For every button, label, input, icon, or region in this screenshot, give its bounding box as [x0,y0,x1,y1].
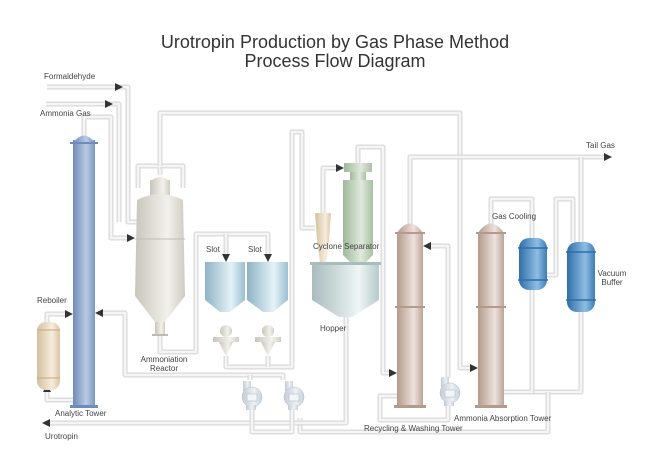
pipe-fan-to-recycling [423,242,451,378]
flow-arrow-icon [604,153,612,161]
blower-fan-1[interactable] [241,381,263,410]
pipe-formaldehyde [47,83,137,225]
pipe-reactor-to-slots [157,231,272,355]
pipe-tower-to-reactor [81,114,135,242]
blower-fan-3[interactable] [439,377,461,406]
pipe-reactor-to-absorber [157,110,478,372]
pipe-separator-to-recycling [355,144,397,377]
label-cyclone-separator: Cyclone Separator [313,242,380,251]
label-ammonia-gas: Ammonia Gas [40,109,91,118]
pipe-fans-bottom [249,410,295,435]
flow-arrow-icon [423,242,431,250]
pipe-absorber-to-cooler [488,196,535,238]
label-formaldehyde: Formaldehyde [44,72,96,81]
label-tail-gas: Tail Gas [586,141,615,150]
label-ammoniation-reactor-1: Ammoniation [141,355,188,364]
label-vacuum-buffer-2: Buffer [601,278,623,287]
pipe-slot-1-feed [222,234,230,262]
label-urotropin: Urotropin [45,432,78,441]
gas-cooling-vessel[interactable] [518,238,548,290]
flow-arrow-icon [105,100,113,108]
flow-arrow-icon [42,419,50,427]
ammonia-absorption-tower[interactable] [475,223,507,409]
pipe-cooler-to-buffer [547,196,576,278]
pipe-reactor-top-loop-2 [160,163,186,188]
pipe-reactor-top-loop [135,163,163,188]
flow-arrow-icon [127,234,135,242]
pipe-hopper-out [42,317,349,427]
flow-arrow-icon [65,310,73,318]
label-slot-1: Slot [206,245,221,254]
pipe-feeders-out [223,129,315,370]
label-reboiler: Reboiler [37,296,67,305]
title-line-2: Process Flow Diagram [244,51,425,71]
pipe-cooler-down [504,290,535,395]
ammoniation-reactor[interactable] [135,177,185,336]
flow-arrow-icon [470,364,478,372]
label-vacuum-buffer-1: Vacuum [598,269,627,278]
label-ammoniation-reactor-2: Reactor [150,364,178,373]
pipe-tail-gas [407,153,612,225]
pipe-buffer-to-tailgas [528,312,584,395]
reboiler[interactable] [37,322,60,390]
label-absorption-tower: Ammonia Absorption Tower [454,414,552,423]
flow-arrow-icon [389,369,397,377]
pipe-ammonia [46,100,122,222]
vacuum-buffer-vessel[interactable] [566,242,596,312]
pipes [42,83,612,435]
cyclone-separator[interactable] [343,163,373,262]
pipe-cyclone-to-separator [320,164,344,213]
flow-arrow-icon [336,164,344,172]
title-line-1: Urotropin Production by Gas Phase Method [161,32,509,52]
pipe-return-to-tower [95,309,286,380]
hopper[interactable] [310,262,381,317]
flow-arrow-icon [115,83,123,91]
rotary-feeder-1[interactable] [213,325,239,356]
flow-arrow-icon [95,309,103,317]
blower-fan-2[interactable] [283,381,305,410]
cyclone[interactable] [315,213,331,262]
analytic-tower[interactable] [70,135,98,409]
label-analytic-tower: Analytic Tower [55,409,107,418]
label-gas-cooling: Gas Cooling [492,212,536,221]
label-hopper: Hopper [320,324,347,333]
flow-arrow-icon [222,254,230,262]
label-slot-2: Slot [248,245,263,254]
pipe-reboiler-out [44,310,73,322]
pipe-recycle-fan [377,393,451,423]
flow-arrow-icon [264,254,272,262]
rotary-feeder-2[interactable] [255,325,281,356]
slot-1[interactable] [205,262,245,312]
label-recycling-tower: Recycling & Washing Tower [364,424,463,433]
recycling-washing-tower[interactable] [394,223,426,409]
slot-2[interactable] [247,262,288,312]
